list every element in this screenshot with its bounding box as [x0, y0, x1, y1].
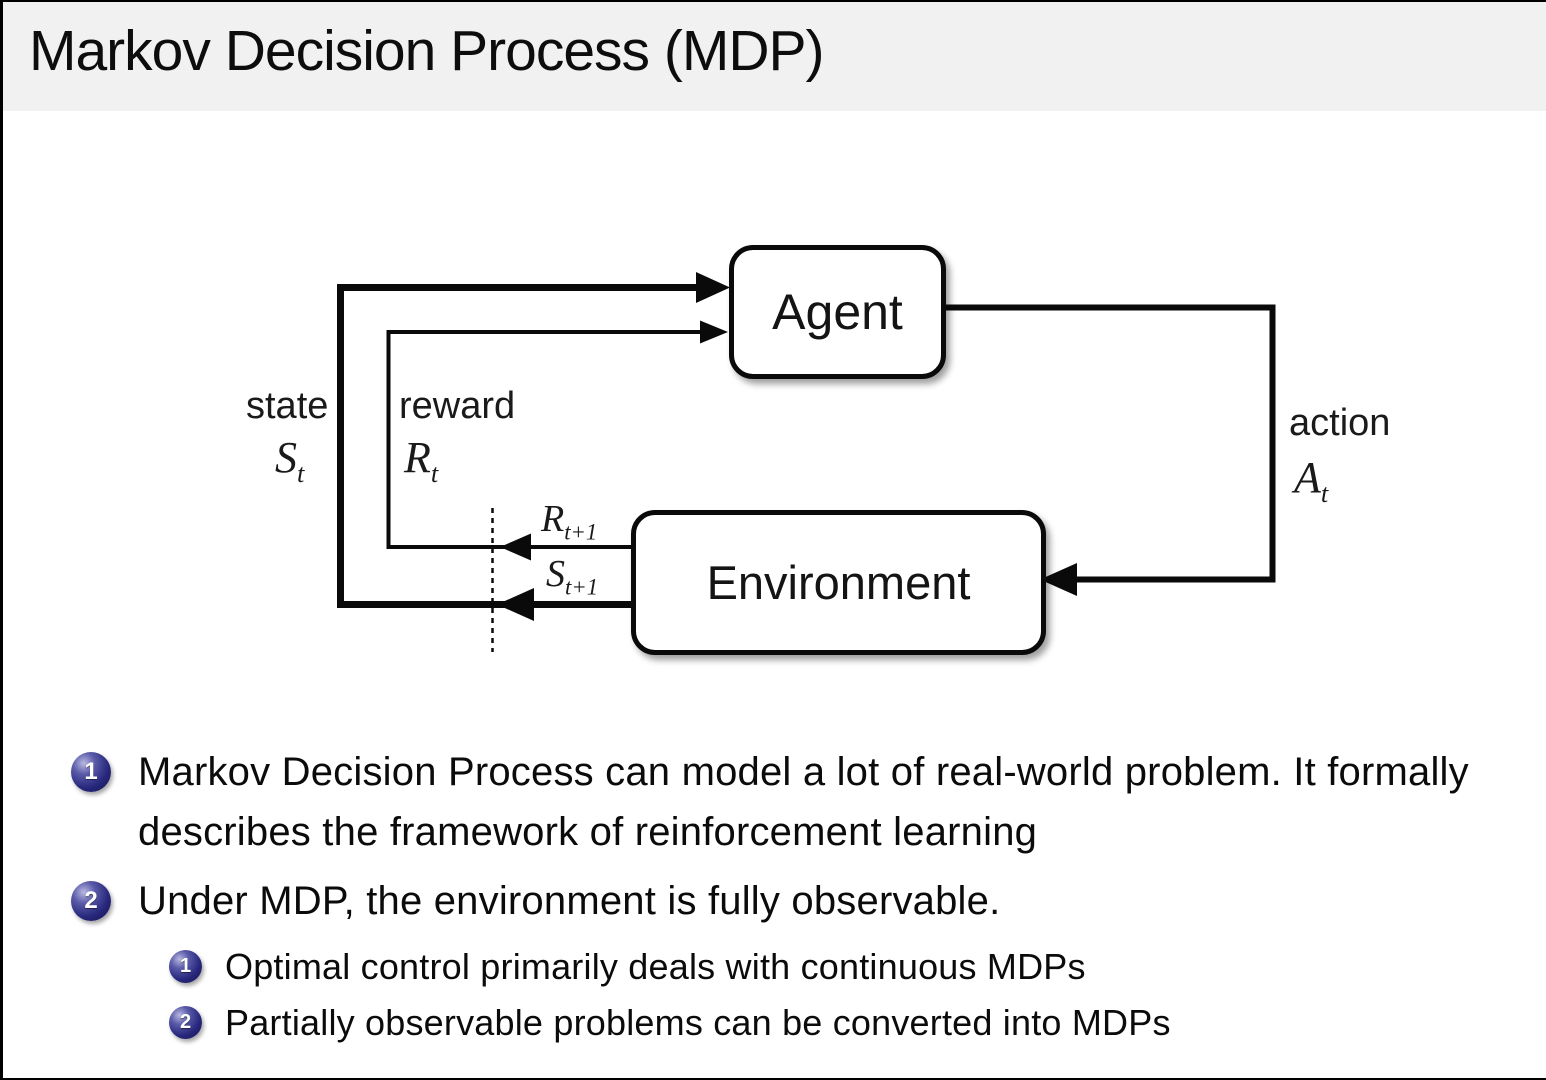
- list-item: 2 Under MDP, the environment is fully ob…: [69, 871, 1516, 931]
- sub-list-container: 1 Optimal control primarily deals with c…: [69, 940, 1516, 1050]
- action-symbol: At: [1294, 452, 1328, 509]
- next-reward-arrowhead: [500, 533, 531, 561]
- environment-box: Environment: [631, 510, 1046, 655]
- bullet-text: Markov Decision Process can model a lot …: [138, 750, 1469, 854]
- bullet-text: Partially observable problems can be con…: [225, 1002, 1171, 1043]
- next-state-symbol: St+1: [546, 552, 598, 601]
- bullet-text: Under MDP, the environment is fully obse…: [138, 879, 1001, 923]
- reward-symbol: Rt: [404, 432, 438, 489]
- list-item: 1 Optimal control primarily deals with c…: [169, 940, 1516, 994]
- next-reward-symbol-sub: t+1: [564, 519, 598, 545]
- action-label: action: [1289, 402, 1391, 444]
- page-title: Markov Decision Process (MDP): [29, 19, 825, 83]
- state-label: state: [246, 385, 329, 427]
- next-state-arrowhead: [497, 588, 534, 621]
- environment-box-label: Environment: [706, 556, 971, 609]
- action-symbol-sub: t: [1320, 477, 1329, 508]
- state-line: [337, 284, 705, 608]
- next-reward-symbol-base: R: [541, 498, 565, 540]
- reward-symbol-base: R: [404, 433, 431, 482]
- agent-box-label: Agent: [772, 284, 903, 340]
- next-state-symbol-base: S: [546, 553, 565, 595]
- state-symbol-base: S: [275, 433, 297, 482]
- reward-symbol-sub: t: [430, 457, 439, 488]
- agent-environment-loop-diagram: [337, 272, 1276, 652]
- list-item: 1 Markov Decision Process can model a lo…: [69, 742, 1516, 862]
- reward-label: reward: [399, 385, 516, 427]
- bullet-text: Optimal control primarily deals with con…: [225, 946, 1086, 987]
- bullet-number-badge: 1: [169, 950, 202, 983]
- next-state-symbol-sub: t+1: [565, 574, 599, 600]
- state-arrowhead-into-agent: [696, 272, 730, 303]
- agent-box: Agent: [729, 245, 946, 379]
- bullet-number-badge: 2: [71, 881, 111, 921]
- action-symbol-base: A: [1294, 453, 1321, 502]
- bullet-list: 1 Markov Decision Process can model a lo…: [69, 742, 1516, 1052]
- reward-arrowhead-into-agent: [700, 320, 728, 344]
- state-symbol: St: [275, 432, 304, 489]
- action-arrowhead-into-environment: [1040, 563, 1077, 596]
- action-line: [936, 304, 1276, 583]
- bullet-number-badge: 1: [71, 752, 111, 792]
- state-symbol-sub: t: [297, 457, 305, 488]
- next-reward-symbol: Rt+1: [541, 497, 597, 546]
- slide-header: Markov Decision Process (MDP): [3, 2, 1546, 111]
- sub-bullet-list: 1 Optimal control primarily deals with c…: [69, 940, 1516, 1050]
- list-item: 2 Partially observable problems can be c…: [169, 996, 1516, 1050]
- bullet-number-badge: 2: [169, 1006, 202, 1039]
